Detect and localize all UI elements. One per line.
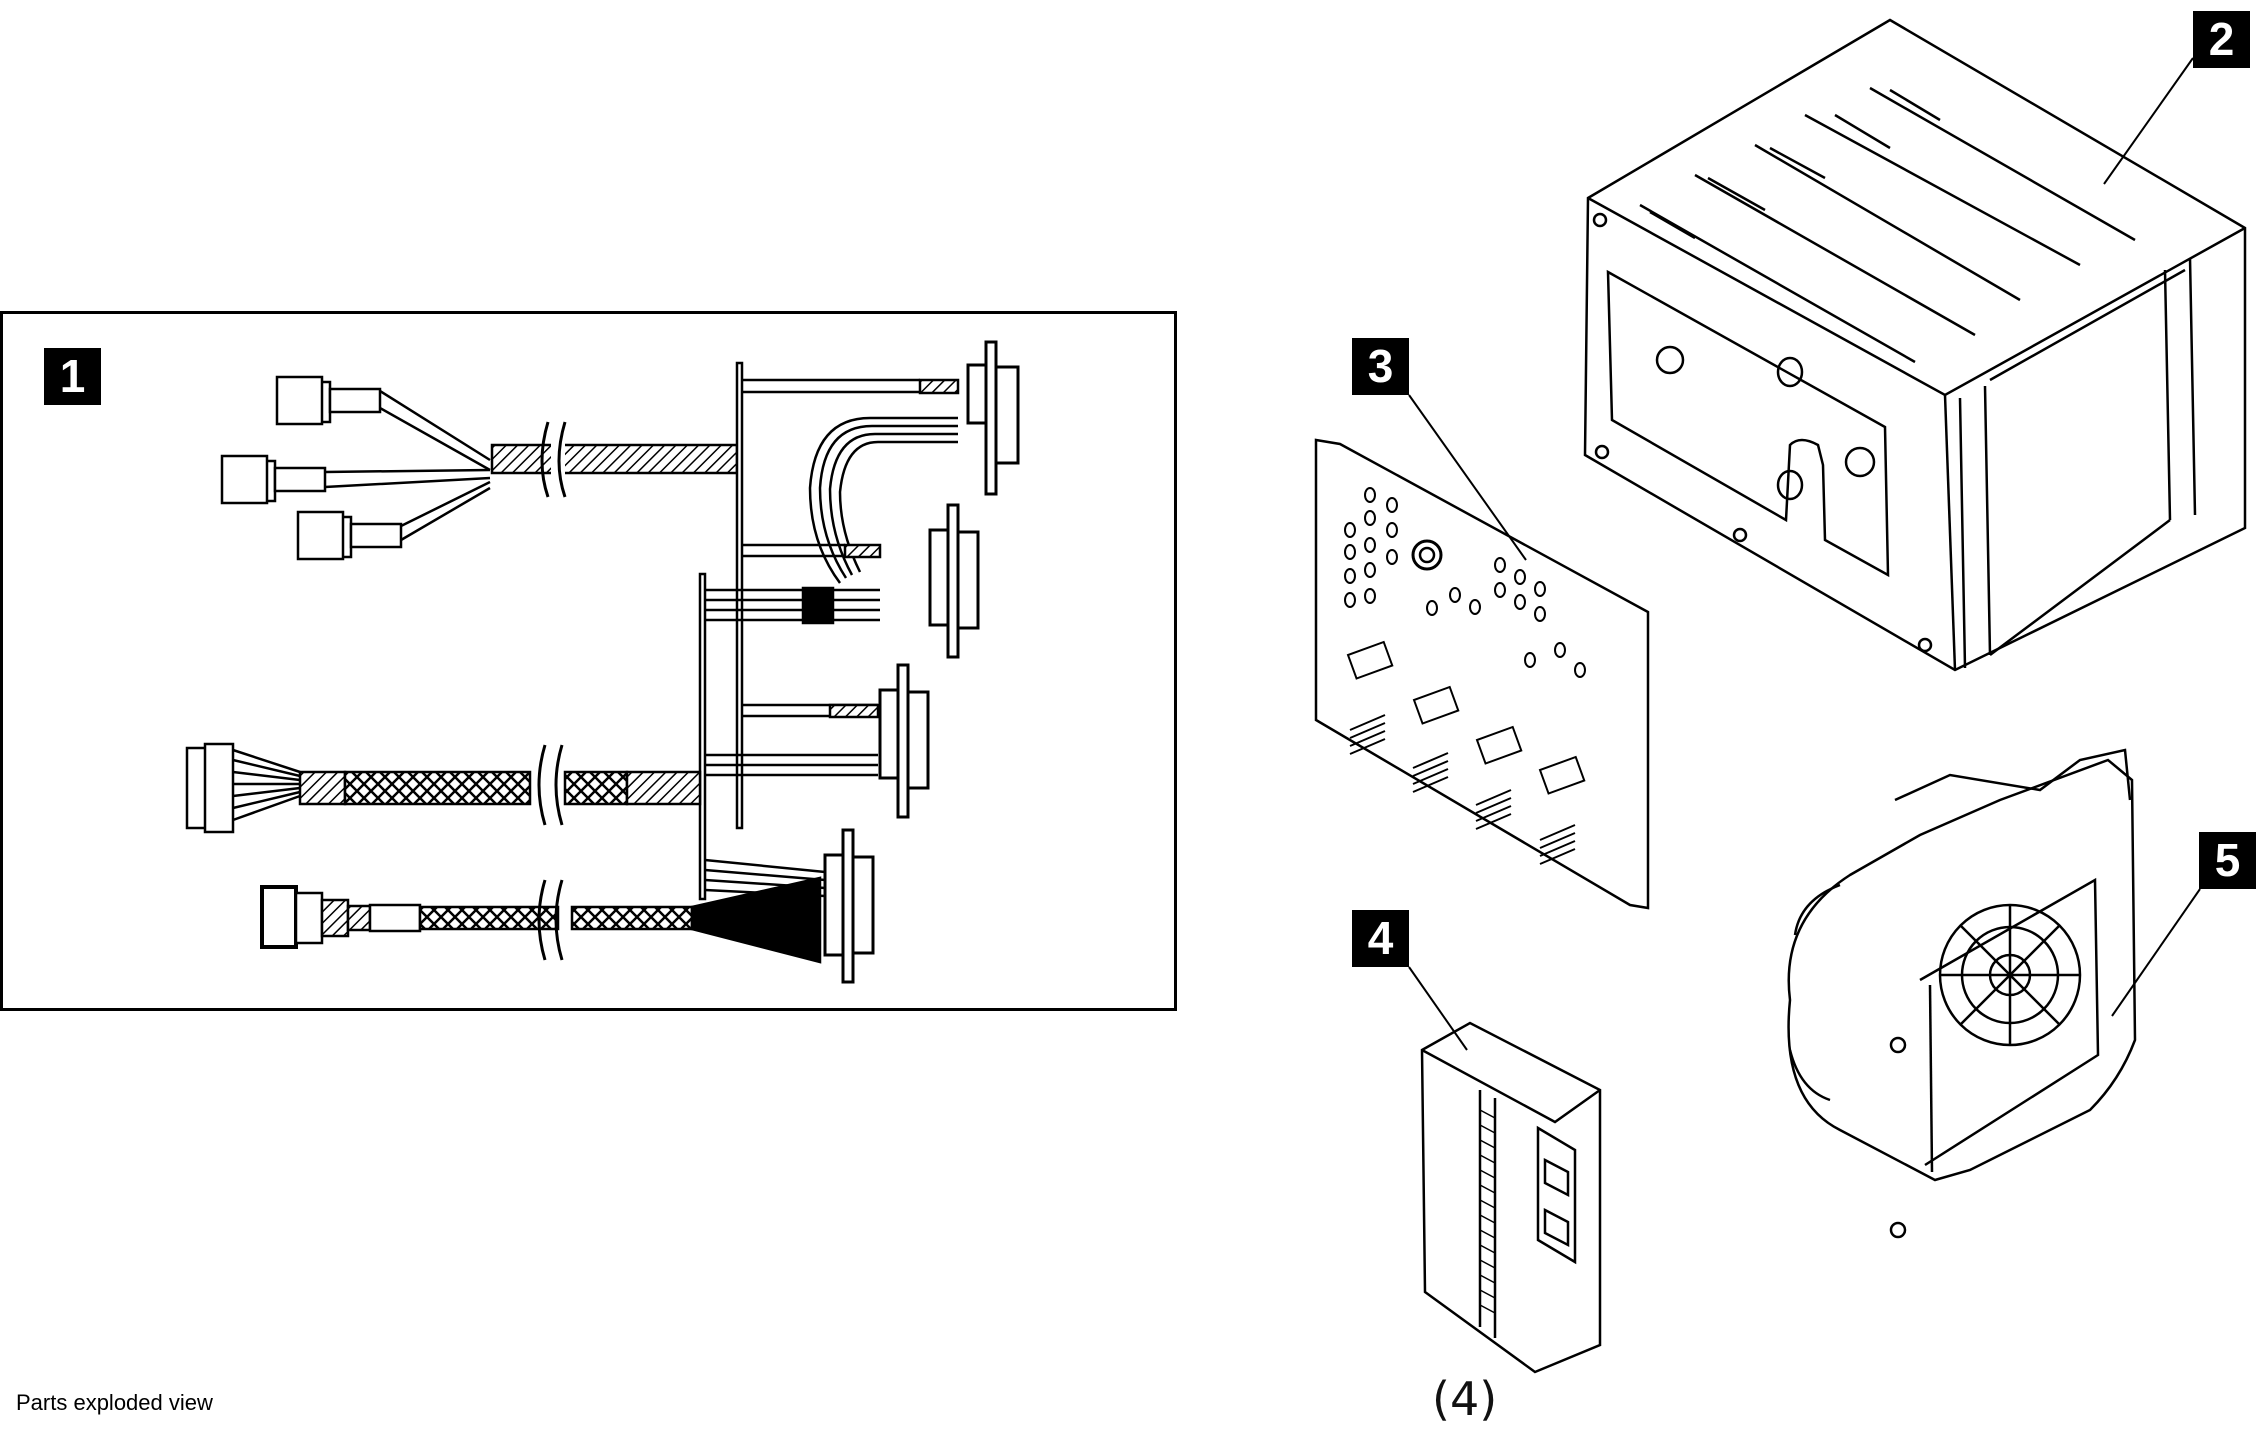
sata-connector-bottom bbox=[296, 480, 491, 561]
callout-3: 3 bbox=[1352, 338, 1409, 395]
backplane-connectors bbox=[1346, 640, 1586, 865]
d-connector-2 bbox=[928, 503, 980, 659]
quantity-note: (4) bbox=[1432, 1372, 1498, 1426]
callout-4: 4 bbox=[1352, 910, 1409, 967]
d-connector-4 bbox=[823, 828, 875, 984]
leader-line-4 bbox=[1408, 966, 1468, 1051]
callout-5: 5 bbox=[2199, 832, 2256, 889]
leader-line-5 bbox=[2111, 888, 2201, 1017]
callout-2: 2 bbox=[2193, 11, 2250, 68]
d-connector-3 bbox=[878, 663, 930, 819]
backplane-holes bbox=[1344, 487, 1586, 678]
slimline-cable bbox=[260, 876, 822, 964]
power-cable bbox=[185, 742, 702, 834]
sata-connector-top bbox=[275, 375, 491, 472]
callout-1: 1 bbox=[44, 348, 101, 405]
sata-connector-middle bbox=[220, 454, 491, 505]
fan-assembly bbox=[1787, 748, 2137, 1239]
diagram-title: Parts exploded view bbox=[16, 1390, 213, 1415]
backplane bbox=[1314, 438, 1650, 910]
d-connector-1 bbox=[966, 340, 1020, 496]
cable-bus bbox=[698, 361, 960, 901]
leader-line-2 bbox=[2103, 57, 2194, 185]
drive-cage bbox=[1583, 18, 2247, 672]
drive-filler bbox=[1420, 1021, 1602, 1374]
sata-cable-group bbox=[220, 375, 739, 561]
leader-line-3 bbox=[1408, 394, 1527, 561]
cable-kit-frame bbox=[0, 311, 1177, 1011]
d-connectors bbox=[823, 340, 1020, 984]
